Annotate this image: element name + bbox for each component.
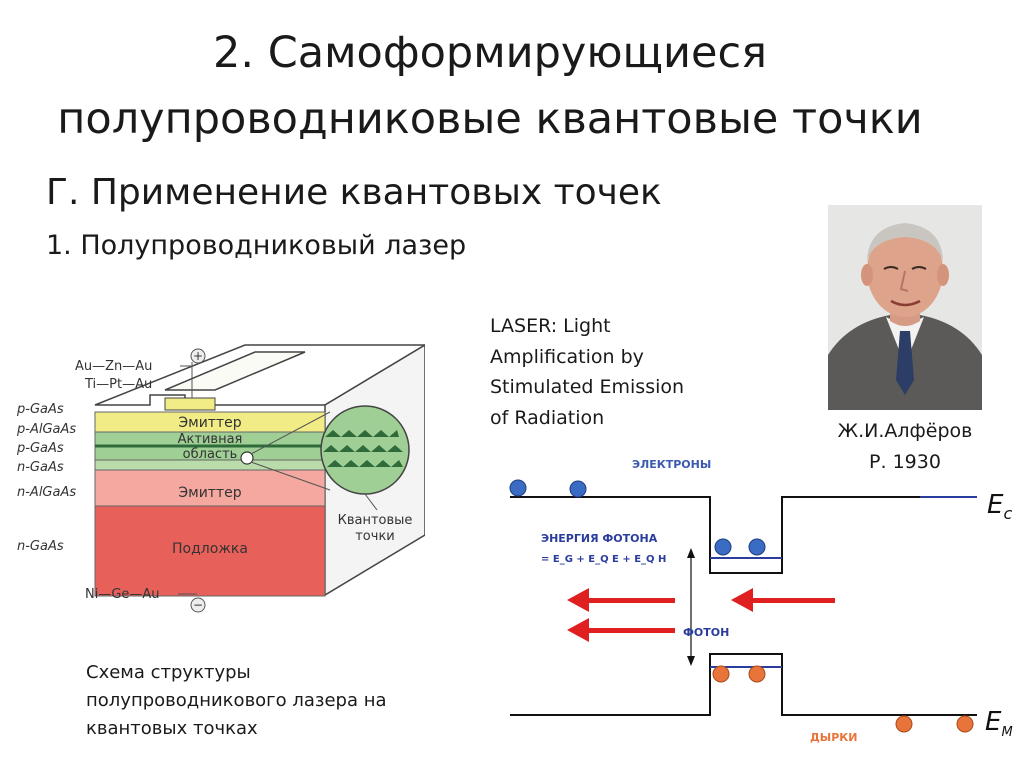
photon-arrows — [567, 588, 835, 642]
hole — [712, 665, 730, 683]
side-label: p-GaAs — [16, 441, 64, 456]
caption-line: полупроводникового лазера на — [86, 690, 387, 711]
quantum-dot-rows — [323, 430, 404, 467]
electrons-label: ЭЛЕКТРОНЫ — [632, 458, 711, 471]
valence-band-edge — [510, 653, 977, 716]
label-active-2: область — [183, 447, 238, 462]
laser-definition-line: Amplification by — [490, 345, 644, 368]
electron — [509, 479, 527, 497]
top-contact-front — [164, 397, 216, 411]
qd-label-1: Квантовые — [338, 513, 413, 528]
caption-line: квантовых точках — [86, 718, 258, 739]
electron — [714, 538, 732, 556]
label-substrate: Подложка — [172, 541, 248, 557]
electron — [569, 480, 587, 498]
portrait-year: Р. 1930 — [869, 451, 941, 473]
side-label: n-AlGaAs — [17, 485, 76, 500]
holes-label: ДЫРКИ — [810, 731, 857, 744]
plus-terminal-icon — [190, 348, 206, 364]
layer-substrate — [94, 505, 326, 597]
energy-band-diagram: ЭЛЕКТРОНЫ Ec ЭНЕРГИЯ ФОТОНА = E_G + E_Q … — [509, 458, 1013, 744]
laser-definition-line: LASER: Light — [490, 315, 611, 337]
electron — [748, 538, 766, 556]
side-label: n-GaAs — [17, 460, 64, 475]
hole — [956, 715, 974, 733]
portrait-photo — [828, 205, 982, 410]
minus-terminal-icon — [190, 597, 206, 613]
plus-symbol: + — [193, 349, 203, 363]
laser-structure-diagram: Эмиттер Активная область Эмиттер Подложк… — [16, 344, 425, 613]
ec-label: Ec — [987, 490, 1012, 523]
conduction-band-edge — [510, 496, 977, 574]
laser-definition-line: Stimulated Emission — [490, 376, 685, 398]
portrait-name: Ж.И.Алфёров — [837, 420, 973, 442]
qd-label-2: точки — [355, 529, 395, 544]
laser-definition: LASER: Light Amplification by Stimulated… — [490, 311, 730, 433]
structure-caption: Схема структуры полупроводникового лазер… — [86, 659, 446, 743]
laser-definition-line: of Radiation — [490, 406, 605, 429]
contact-bottom: Ni—Ge—Au — [85, 587, 160, 602]
label-active-1: Активная — [178, 432, 243, 447]
zoom-origin-marker — [240, 451, 254, 465]
contact-top-2: Ti—Pt—Au — [84, 377, 152, 392]
label-emitter-bottom: Эмиттер — [178, 485, 241, 501]
subsection-heading: 1. Полупроводниковый лазер — [46, 230, 467, 261]
label-emitter-top: Эмиттер — [178, 415, 241, 431]
photon-energy-formula: = E_G + E_Q E + E_Q H — [541, 554, 666, 565]
minus-symbol: − — [193, 598, 203, 612]
photon-label: ФОТОН — [683, 626, 729, 639]
side-label: n-GaAs — [17, 539, 64, 554]
title-line-1: 2. Самоформирующиеся — [213, 28, 767, 78]
side-label: p-AlGaAs — [16, 422, 76, 437]
caption-line: Схема структуры — [86, 662, 251, 683]
photon-energy-label: ЭНЕРГИЯ ФОТОНА — [541, 532, 658, 545]
top-contact-ridge — [164, 351, 306, 391]
section-heading: Г. Применение квантовых точек — [46, 172, 662, 213]
hole — [895, 715, 913, 733]
title-line-2: полупроводниковые квантовые точки — [57, 94, 923, 144]
hole — [748, 665, 766, 683]
side-label: p-GaAs — [16, 402, 64, 417]
em-label: EM — [985, 707, 1013, 740]
layer-emitter-bottom — [94, 469, 326, 507]
contact-top-1: Au—Zn—Au — [75, 359, 152, 374]
